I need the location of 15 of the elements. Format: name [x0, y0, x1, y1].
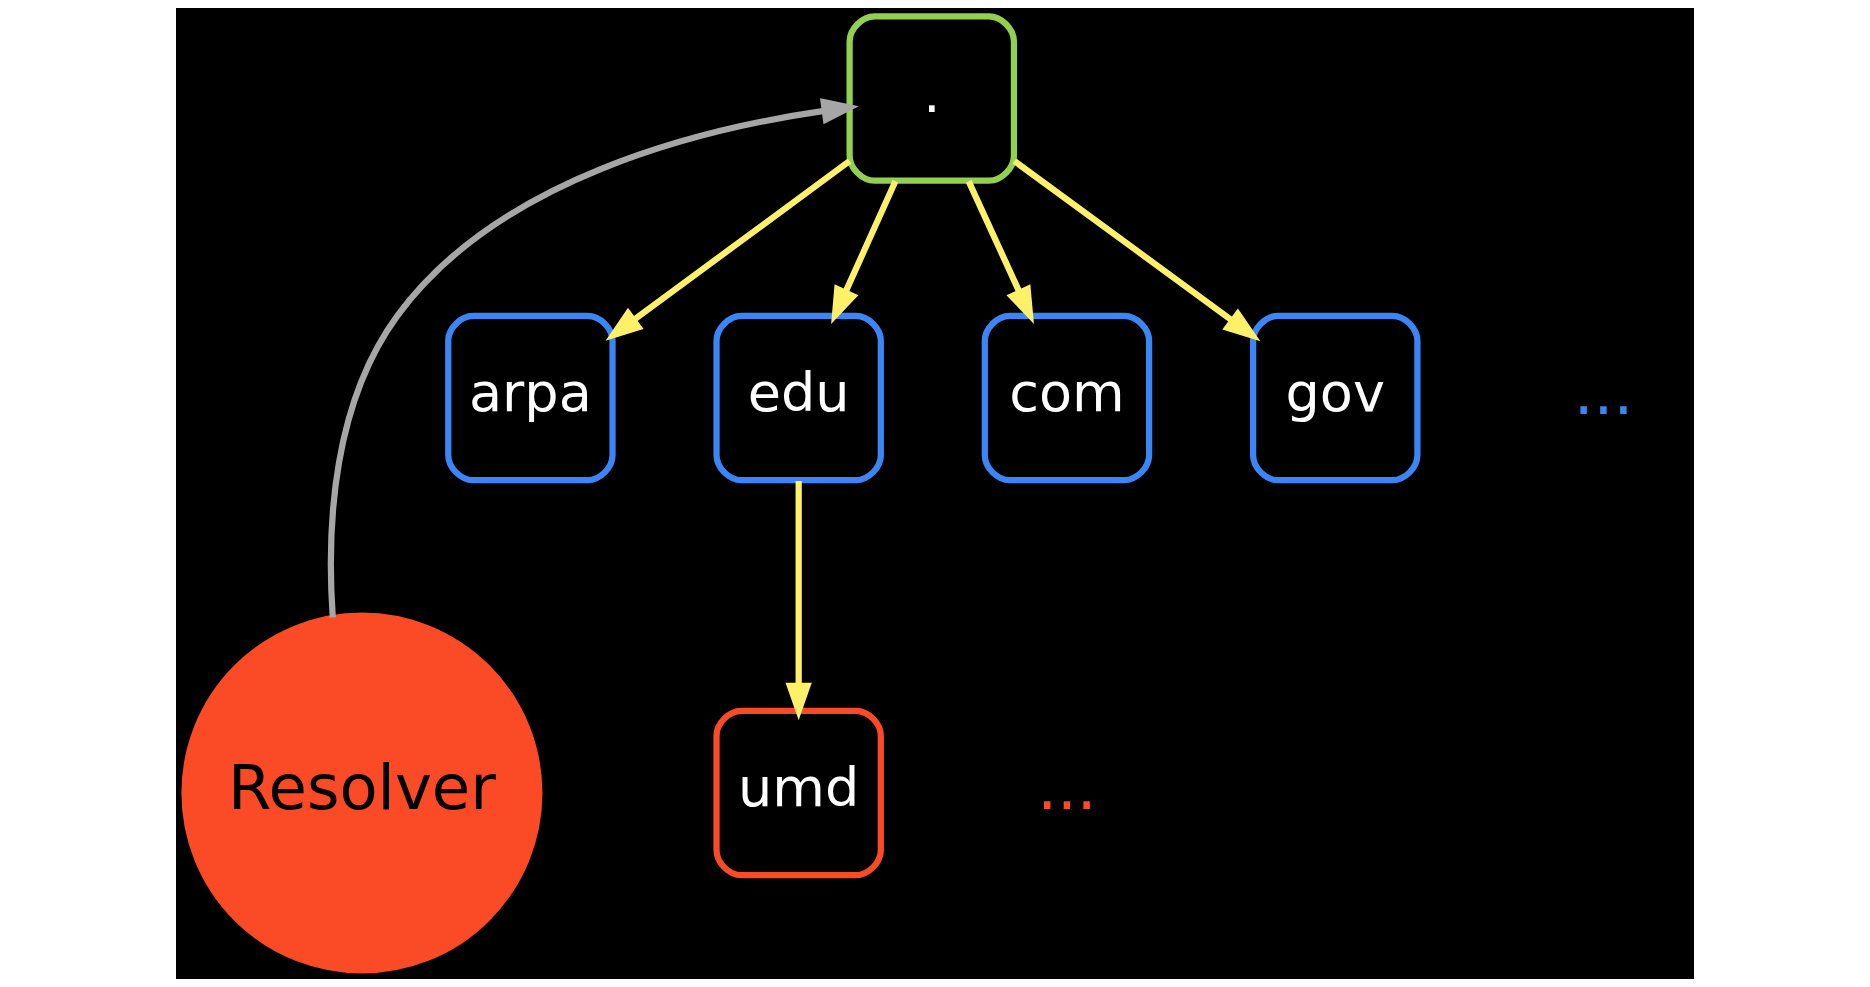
- node-box: edu: [713, 312, 884, 484]
- node-box: .: [846, 13, 1018, 184]
- label: ...: [1037, 750, 1097, 824]
- arrow: [1012, 158, 1261, 342]
- arrow: [785, 481, 812, 721]
- arrow: [965, 180, 1034, 324]
- arrow: [327, 98, 859, 618]
- node-box: com: [981, 312, 1153, 484]
- node-box: umd: [713, 707, 884, 879]
- node-box: arpa: [445, 312, 616, 484]
- label: ...: [1573, 355, 1634, 429]
- arrow: [605, 158, 852, 341]
- node-circle: Resolver: [181, 612, 543, 974]
- arrow: [831, 180, 899, 324]
- node-box: gov: [1250, 312, 1421, 484]
